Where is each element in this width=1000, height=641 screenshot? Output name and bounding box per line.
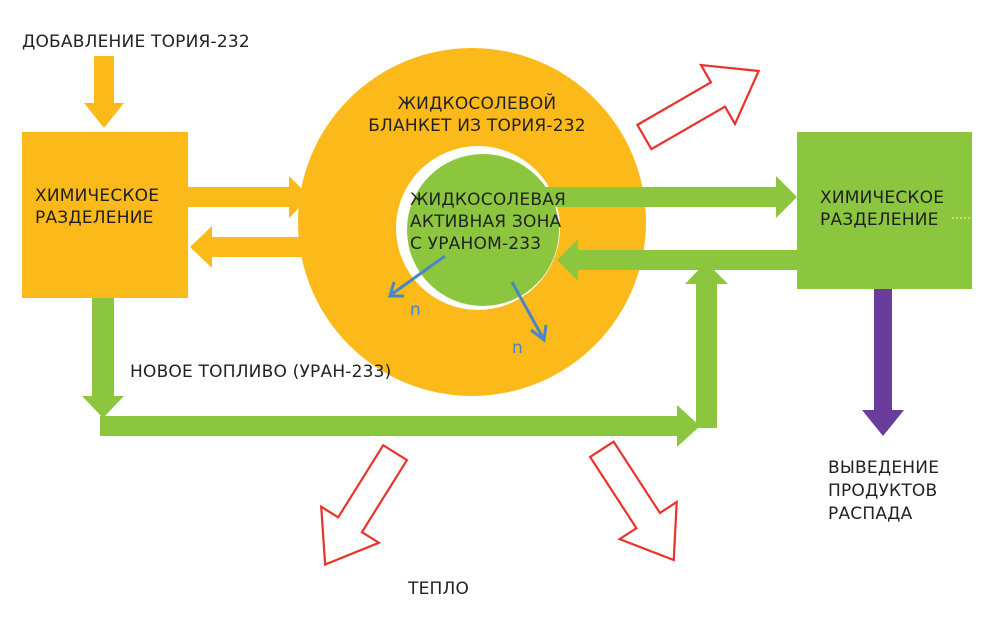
fuel-loop-up <box>696 282 717 428</box>
fission-products-arrow <box>862 289 904 436</box>
chem-sep-left-box <box>22 132 188 298</box>
neutron-arrow-1 <box>388 254 446 298</box>
chem-sep-left-line1: ХИМИЧЕСКОЕ <box>35 186 160 206</box>
core-to-right-arrow <box>545 176 797 218</box>
left-to-blanket-arrow <box>188 176 310 218</box>
core-label-line2: АКТИВНАЯ ЗОНА <box>410 212 562 232</box>
right-to-core-arrow <box>557 239 797 281</box>
chem-sep-right-line1: ХИМИЧЕСКОЕ <box>820 188 945 208</box>
neutron-label-2: n <box>512 338 523 358</box>
chem-sep-right-line2: РАЗДЕЛЕНИЕ <box>820 210 939 230</box>
neutron-arrow-2 <box>510 281 548 343</box>
blanket-label-line1: ЖИДКОСОЛЕВОЙ <box>397 94 557 114</box>
fission-products-line3: РАСПАДА <box>828 504 913 524</box>
core-label-line3: С УРАНОМ-233 <box>410 234 542 254</box>
fuel-loop-right-head <box>677 405 700 447</box>
heat-arrow-bottom-left <box>319 443 409 567</box>
blanket-label-line2: БЛАНКЕТ ИЗ ТОРИЯ-232 <box>368 116 586 136</box>
heat-arrow-top <box>635 63 761 151</box>
thorium-addition-label: ДОБАВЛЕНИЕ ТОРИЯ-232 <box>22 32 250 52</box>
chem-sep-left-line2: РАЗДЕЛЕНИЕ <box>35 208 154 228</box>
fuel-loop-down-head <box>82 396 124 418</box>
thorium-down-arrow <box>84 56 124 128</box>
blanket-to-left-arrow <box>190 226 315 268</box>
core-circle <box>407 154 559 306</box>
neutron-label-1: n <box>410 300 421 320</box>
fuel-loop-bottom <box>100 416 677 436</box>
fission-products-line2: ПРОДУКТОВ <box>828 481 938 501</box>
fuel-loop-down <box>92 298 114 396</box>
fission-products-line1: ВЫВЕДЕНИЕ <box>828 458 940 478</box>
new-fuel-label: НОВОЕ ТОПЛИВО (УРАН-233) <box>130 362 392 382</box>
chem-sep-right-box <box>797 132 972 289</box>
heat-arrow-bottom-right <box>588 440 678 562</box>
heat-label: ТЕПЛО <box>408 579 470 599</box>
core-label-line1: ЖИДКОСОЛЕВАЯ <box>410 190 567 210</box>
fuel-loop-up-head <box>685 262 728 284</box>
